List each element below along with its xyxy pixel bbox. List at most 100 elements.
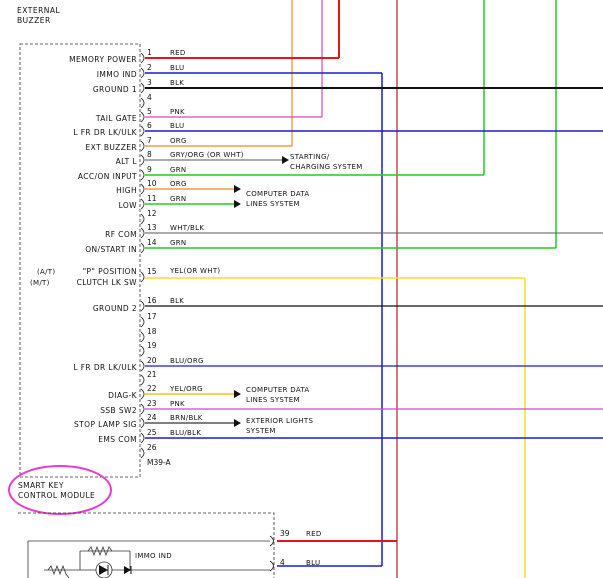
smart-key-module-outline bbox=[19, 43, 141, 478]
pin-number-22: 22 bbox=[147, 384, 157, 393]
pin-number-6: 6 bbox=[147, 121, 152, 130]
connector-bracket bbox=[140, 125, 145, 137]
pin-label-acc-on-input: ACC/ON INPUT bbox=[78, 172, 137, 181]
pin-number-8: 8 bbox=[147, 150, 152, 159]
connector-bracket bbox=[140, 227, 145, 239]
pin-number-16: 16 bbox=[147, 296, 157, 305]
wire-color-lower-pin4: BLU bbox=[306, 559, 320, 567]
pin-label-alt-l: ALT L bbox=[116, 157, 138, 166]
resistor-lower-icon bbox=[47, 564, 70, 578]
wire-color-pin2: BLU bbox=[170, 64, 184, 72]
connector-brackets bbox=[140, 52, 145, 459]
pin-number-19: 19 bbox=[147, 341, 157, 350]
connector-bracket-39 bbox=[269, 535, 274, 547]
pin-label-ext-buzzer: EXT BUZZER bbox=[86, 143, 137, 152]
pin-number-9: 9 bbox=[147, 165, 152, 174]
module-highlight-circle bbox=[8, 465, 112, 515]
computer-data-label-1b: LINES SYSTEM bbox=[246, 200, 300, 208]
wire-color-pin15: YEL(OR WHT) bbox=[169, 267, 220, 275]
connector-bracket bbox=[140, 198, 145, 210]
pin-number-4: 4 bbox=[147, 93, 152, 102]
arrow-computer-data-2 bbox=[234, 390, 241, 398]
wire-color-pin20: BLU/ORG bbox=[170, 357, 204, 365]
pin-label-ssb-sw2: SSB SW2 bbox=[100, 406, 137, 415]
pin-label-low: LOW bbox=[119, 201, 138, 210]
pin-number-15: 15 bbox=[147, 267, 157, 276]
wire-color-pin8: GRY/ORG (OR WHT) bbox=[170, 151, 244, 159]
pin-label-ground-2: GROUND 2 bbox=[93, 304, 137, 313]
arrow-computer-data-1a bbox=[234, 185, 241, 193]
pin-number-1: 1 bbox=[147, 48, 152, 57]
module-name-line1: SMART KEY bbox=[18, 481, 64, 490]
connector-bracket bbox=[140, 154, 145, 166]
connector-id-label: M39-A bbox=[147, 458, 172, 467]
connector-bracket bbox=[140, 111, 145, 123]
external-buzzer-label-line1: EXTERNAL bbox=[17, 6, 61, 15]
pin-number-26: 26 bbox=[147, 443, 157, 452]
wire-color-pin39: RED bbox=[306, 530, 322, 538]
wire-color-pin1: RED bbox=[170, 49, 186, 57]
pin-number-21: 21 bbox=[147, 370, 157, 379]
led-diode-symbol bbox=[99, 565, 108, 575]
pin-label-diag-k: DIAG-K bbox=[108, 391, 138, 400]
pin-label-ems-com: EMS COM bbox=[98, 435, 137, 444]
pin-number-20: 20 bbox=[147, 356, 157, 365]
connector-bracket bbox=[140, 242, 145, 254]
pin-number-7: 7 bbox=[147, 136, 152, 145]
mt-note: (M/T) bbox=[30, 279, 50, 287]
pin-number-3: 3 bbox=[147, 78, 152, 87]
connector-bracket bbox=[140, 447, 145, 459]
pin-label-l-fr-dr-2: L FR DR LK/ULK bbox=[73, 363, 137, 372]
wire-color-pin9: GRN bbox=[170, 166, 186, 174]
wire-color-pin7: ORG bbox=[170, 137, 187, 145]
connector-bracket bbox=[140, 331, 145, 343]
pin-label-clutch-lk-sw: CLUTCH LK SW bbox=[77, 278, 138, 287]
connector-bracket-4 bbox=[269, 560, 274, 572]
wire-color-pin6: BLU bbox=[170, 122, 184, 130]
wire-color-pin13: WHT/BLK bbox=[170, 224, 204, 232]
pin-number-5: 5 bbox=[147, 107, 152, 116]
pin-number-23: 23 bbox=[147, 399, 157, 408]
computer-data-label-1a: COMPUTER DATA bbox=[246, 190, 310, 198]
pin-number-2: 2 bbox=[147, 63, 152, 72]
at-note: (A/T) bbox=[37, 268, 55, 276]
connector-bracket bbox=[140, 97, 145, 109]
pin-numbers: 1 2 3 4 5 6 7 8 9 10 11 12 13 14 15 16 1… bbox=[147, 48, 157, 452]
pin-number-24: 24 bbox=[147, 413, 157, 422]
starting-system-label-2: CHARGING SYSTEM bbox=[290, 163, 363, 171]
connector-bracket bbox=[140, 345, 145, 357]
pin-label-l-fr-dr-1: L FR DR LK/ULK bbox=[73, 128, 137, 137]
connector-bracket bbox=[140, 374, 145, 386]
exterior-lights-label-2: SYSTEM bbox=[246, 427, 276, 435]
connector-bracket bbox=[140, 432, 145, 444]
wire-color-pin25: BLU/BLK bbox=[170, 429, 201, 437]
pin-label-rf-com: RF COM bbox=[105, 230, 137, 239]
pin-number-10: 10 bbox=[147, 179, 157, 188]
immo-ind-label: IMMO IND bbox=[135, 552, 172, 560]
wire-color-pin16: BLK bbox=[170, 297, 184, 305]
pin-label-tail-gate: TAIL GATE bbox=[95, 114, 137, 123]
pin-number-12: 12 bbox=[147, 209, 157, 218]
arrow-exterior-lights bbox=[234, 419, 241, 427]
pin-number-17: 17 bbox=[147, 312, 157, 321]
connector-bracket bbox=[140, 300, 145, 312]
connector-bracket bbox=[140, 183, 145, 195]
connector-bracket bbox=[140, 213, 145, 225]
pin-number-11: 11 bbox=[147, 194, 157, 203]
wire-color-pin14: GRN bbox=[170, 239, 186, 247]
external-buzzer-label-line2: BUZZER bbox=[17, 16, 51, 25]
starting-system-label-1: STARTING/ bbox=[290, 153, 330, 161]
connector-bracket bbox=[140, 52, 145, 64]
pin-label-ground-1: GROUND 1 bbox=[93, 85, 137, 94]
connector-bracket bbox=[140, 169, 145, 181]
connector-bracket bbox=[140, 388, 145, 400]
connector-bracket bbox=[140, 140, 145, 152]
pin-label-stop-lamp-sig: STOP LAMP SIG bbox=[74, 420, 137, 429]
wire-color-codes: RED BLU BLK PNK BLU ORG GRY/ORG (OR WHT)… bbox=[169, 49, 244, 437]
wire-color-pin3: BLK bbox=[170, 79, 184, 87]
pin-label-immo-ind: IMMO IND bbox=[97, 70, 137, 79]
exterior-lights-label-1: EXTERIOR LIGHTS bbox=[246, 417, 313, 425]
connector-bracket bbox=[140, 360, 145, 372]
wire-color-pin10: ORG bbox=[170, 180, 187, 188]
